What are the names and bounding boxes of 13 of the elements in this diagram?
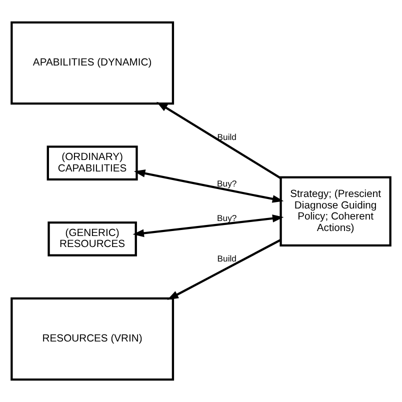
edge-label: Build bbox=[217, 132, 236, 142]
edge-label: Buy? bbox=[217, 178, 237, 188]
arrow bbox=[156, 102, 282, 179]
arrow bbox=[132, 214, 284, 238]
node-box: Strategy; (Prescient Diagnose Guiding Policy; Coherent Actions) bbox=[280, 176, 392, 246]
arrow bbox=[167, 239, 281, 300]
node-box: RESOURCES (VRIN) bbox=[10, 297, 174, 381]
node-box: (ORDINARY) CAPABILITIES bbox=[46, 146, 138, 181]
node-box: APABILITIES (DYNAMIC) bbox=[10, 21, 174, 105]
arrow bbox=[134, 170, 284, 203]
node-box: (GENERIC) RESOURCES bbox=[48, 221, 137, 256]
edge-label: Buy? bbox=[217, 212, 237, 223]
edge-label: Build bbox=[217, 253, 236, 264]
